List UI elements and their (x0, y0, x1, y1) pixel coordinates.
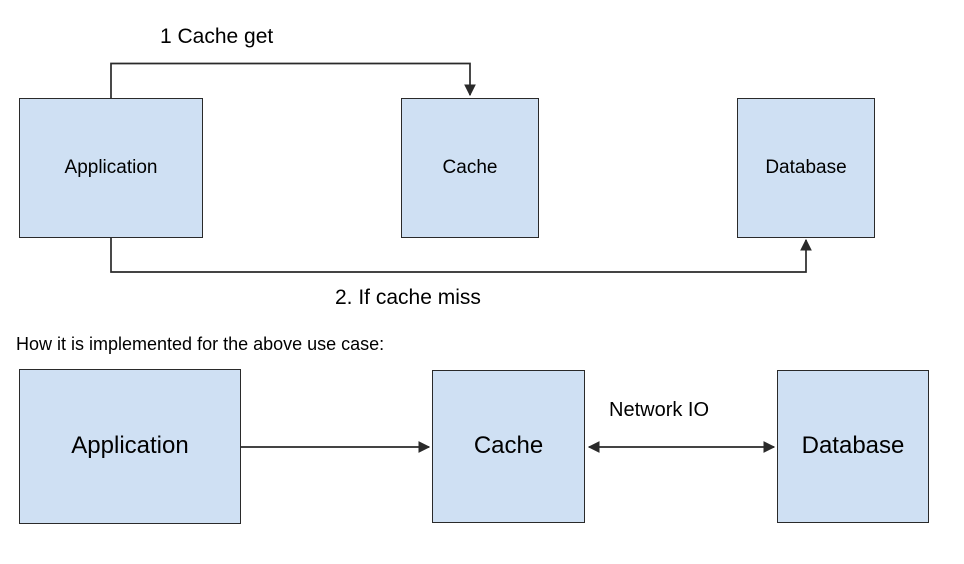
node-label: Database (765, 156, 847, 178)
node-database-top[interactable]: Database (737, 98, 875, 238)
node-cache-bottom[interactable]: Cache (432, 370, 585, 523)
edge-cache-miss-path (110, 238, 812, 273)
node-cache-top[interactable]: Cache (401, 98, 539, 238)
edge-label-network-io: Network IO (609, 399, 710, 421)
node-label: Cache (442, 156, 498, 178)
node-label: Database (801, 432, 905, 460)
node-application-top[interactable]: Application (19, 98, 203, 238)
edge-label-cache-get: 1 Cache get (160, 25, 274, 48)
caption-implementation: How it is implemented for the above use … (16, 334, 385, 354)
node-label: Application (64, 156, 158, 178)
node-application-bottom[interactable]: Application (19, 369, 241, 524)
edge-label-cache-miss: 2. If cache miss (335, 286, 481, 309)
node-database-bottom[interactable]: Database (777, 370, 929, 523)
edge-cache-get-path (110, 62, 476, 98)
node-label: Application (71, 432, 189, 460)
node-label: Cache (473, 432, 544, 460)
